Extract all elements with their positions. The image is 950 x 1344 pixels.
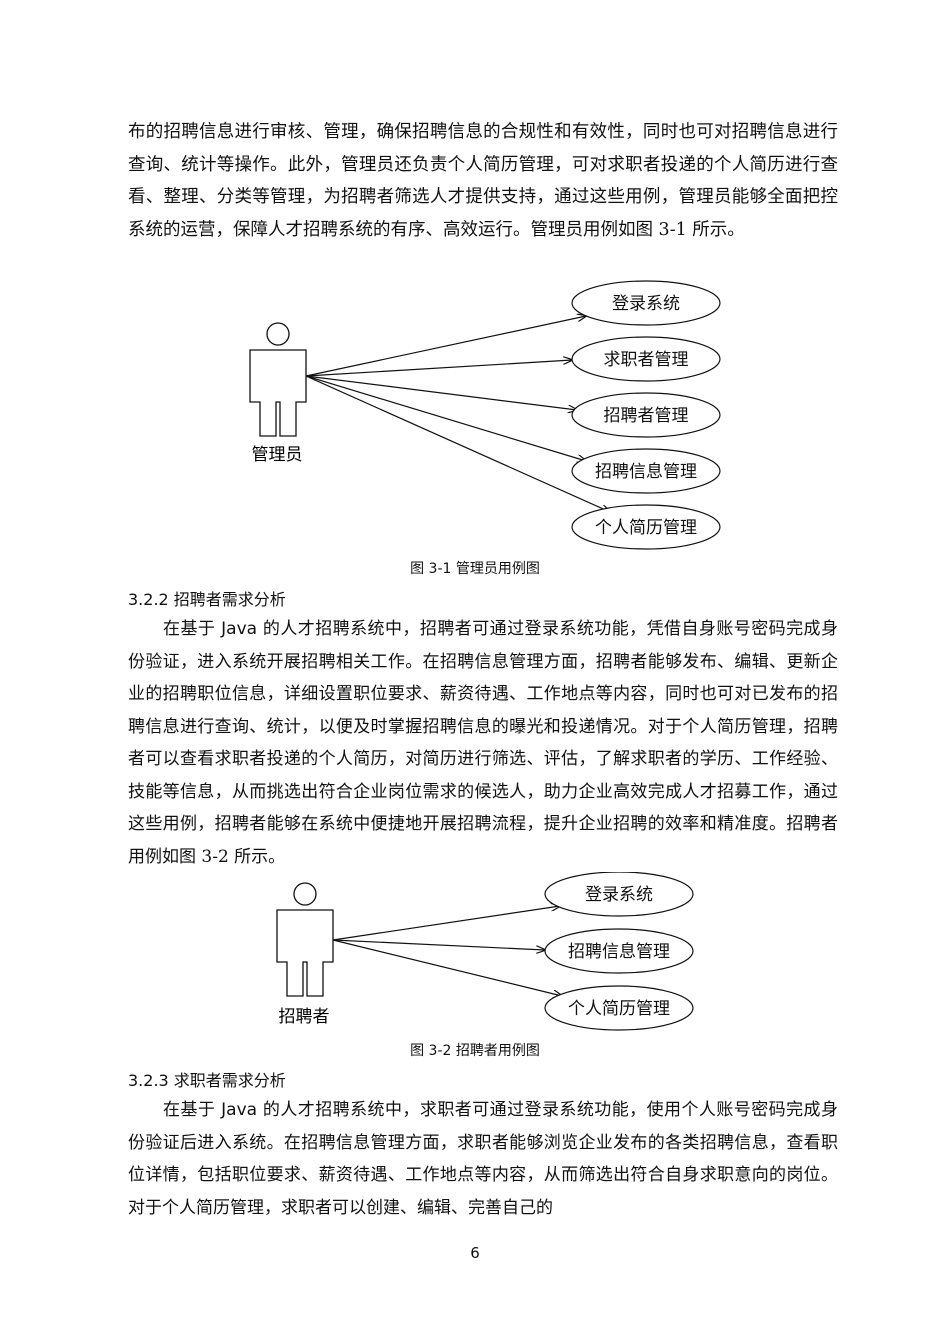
- use-case-ellipse: [571, 504, 721, 550]
- association-line: [305, 375, 610, 512]
- use-case-ellipse: [544, 928, 694, 974]
- figure-recruiter-use-case: 招聘者 登录系统 招聘信息管理 个人简历管理: [276, 872, 694, 1031]
- figure-caption-3-2: 图 3-2 招聘者用例图: [410, 1043, 540, 1059]
- association-line: [305, 316, 586, 377]
- use-case-ellipse: [571, 448, 721, 494]
- actor-figure-admin: [249, 322, 307, 437]
- use-case-ellipse: [571, 336, 721, 382]
- use-case-ellipse: [571, 392, 721, 438]
- paragraph-admin-continuation: 布的招聘信息进行审核、管理，确保招聘信息的合规性和有效性，同时也可对招聘信息进行…: [128, 122, 838, 240]
- actor-figure-recruiter: [276, 882, 334, 997]
- use-case-label: 登录系统: [585, 885, 653, 905]
- paragraph-recruiter-main: 在基于 Java 的人才招聘系统中，招聘者可通过登录系统功能，凭借自身账号密码完…: [128, 619, 838, 834]
- paragraph-jobseeker: 在基于 Java 的人才招聘系统中，求职者可通过登录系统功能，使用个人账号密码完…: [128, 1100, 838, 1218]
- use-case-ellipse: [544, 872, 694, 917]
- actor-label-recruiter: 招聘者: [279, 1007, 330, 1027]
- use-case-ellipse: [544, 985, 694, 1031]
- use-case-label: 个人简历管理: [568, 999, 670, 1019]
- association-line: [305, 360, 572, 377]
- page-number: 6: [470, 1244, 480, 1262]
- use-case-label: 个人简历管理: [595, 518, 697, 538]
- paragraph-recruiter: 在基于 Java 的人才招聘系统中，招聘者可通过登录系统功能，凭借自身账号密码完…: [128, 613, 838, 873]
- association-line: [305, 375, 577, 410]
- use-case-label: 求职者管理: [604, 350, 689, 370]
- use-case-label: 招聘者管理: [604, 406, 689, 426]
- association-line: [332, 906, 560, 941]
- use-case-ellipse: [571, 280, 721, 326]
- use-case-label: 招聘信息管理: [595, 462, 697, 482]
- paragraph-recruiter-tail: 招聘者用例如图 3-2 所示。: [128, 814, 839, 867]
- section-heading-3-2-3: 3.2.3 求职者需求分析: [128, 1071, 286, 1090]
- use-case-label: 登录系统: [612, 294, 680, 314]
- figure-caption-3-1: 图 3-1 管理员用例图: [410, 561, 540, 577]
- figure-admin-use-case: 管理员 登录系统 求职者管理 招聘者管理 招聘信息管理 个人简历管理: [249, 280, 721, 550]
- section-heading-3-2-2: 3.2.2 招聘者需求分析: [128, 590, 286, 609]
- actor-label-admin: 管理员: [252, 445, 303, 465]
- association-line: [332, 939, 562, 996]
- use-case-label: 招聘信息管理: [568, 942, 670, 962]
- association-line: [332, 939, 545, 950]
- association-line: [305, 375, 586, 461]
